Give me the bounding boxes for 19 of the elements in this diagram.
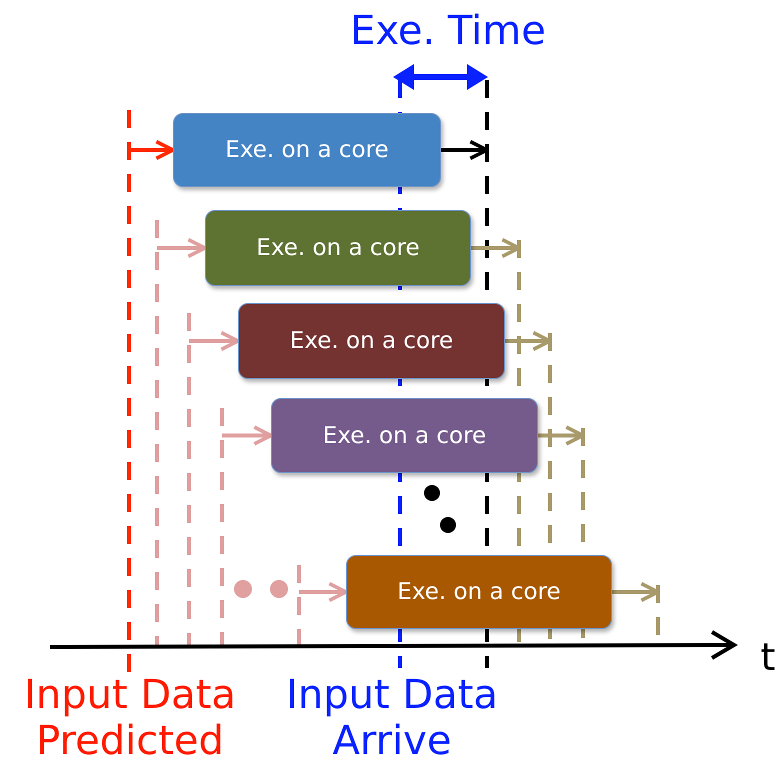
time-label: Input Data Arrive bbox=[285, 672, 499, 764]
box-label: Exe. on a core bbox=[290, 328, 454, 354]
process-box bbox=[271, 398, 538, 473]
arrow bbox=[157, 238, 207, 258]
arrow bbox=[129, 140, 175, 160]
process-box bbox=[346, 555, 612, 629]
process-box bbox=[238, 303, 505, 379]
box-label: Exe. on a core bbox=[397, 579, 561, 605]
axis-label: t bbox=[760, 636, 776, 680]
arrow bbox=[189, 330, 240, 352]
arrow bbox=[299, 582, 348, 602]
arrow bbox=[222, 425, 273, 446]
process-box bbox=[173, 113, 441, 187]
box-label: Exe. on a core bbox=[256, 235, 420, 261]
process-box bbox=[205, 210, 471, 286]
box-label: Exe. on a core bbox=[225, 137, 389, 163]
dimension-label: Exe. Time bbox=[349, 8, 547, 54]
time-label: Input Data Predicted bbox=[23, 672, 237, 764]
box-label: Exe. on a core bbox=[322, 422, 486, 448]
